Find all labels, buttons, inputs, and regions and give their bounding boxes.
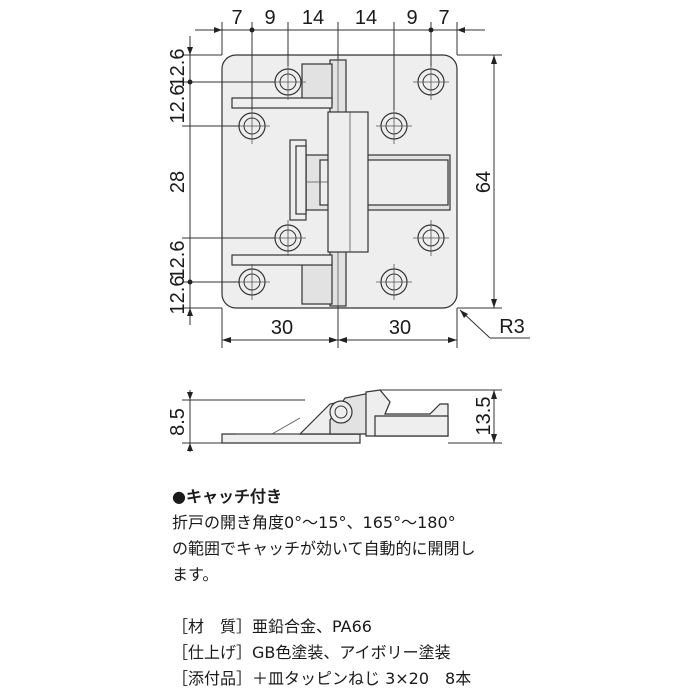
radius-leader <box>459 309 530 339</box>
dim-left-5: 12.6 <box>167 276 189 315</box>
dim-top-5: 9 <box>406 7 417 29</box>
spec-material: ［材 質］亜鉛合金、PA66 <box>172 617 372 636</box>
description-line: の範囲でキャッチが効いて自動的に開閉し <box>172 539 476 558</box>
catch-heading: ●キャッチ付き <box>172 487 282 506</box>
side-dimension-right <box>380 389 502 444</box>
hinge-slot-lower <box>231 254 333 266</box>
side-dimension-left <box>182 390 305 452</box>
screw-hole <box>413 64 449 100</box>
side-view-hinge <box>221 389 449 444</box>
dim-top-1: 7 <box>231 7 242 29</box>
right-dimension-line <box>457 54 502 309</box>
dim-top-6: 7 <box>438 7 449 29</box>
dim-top-2: 9 <box>264 7 275 29</box>
side-dim-left: 8.5 <box>167 408 189 436</box>
side-dim-right: 13.5 <box>473 397 495 436</box>
description: 折戸の開き角度0°～15°、165°～180° の範囲でキャッチが効いて自動的に… <box>172 510 692 588</box>
description-line: 折戸の開き角度0°～15°、165°～180° <box>172 513 456 532</box>
screw-hole <box>270 64 306 100</box>
dim-left-1: 12.6 <box>167 49 189 88</box>
description-line: ます。 <box>172 565 219 584</box>
dim-left-2: 12.6 <box>167 85 189 124</box>
spec-accessories: ［添付品］＋皿タッピンねじ 3×20 8本 <box>172 669 472 688</box>
screw-hole <box>376 264 412 300</box>
dim-top-3: 14 <box>302 7 324 29</box>
screw-hole <box>376 108 412 144</box>
dim-left-3: 28 <box>167 171 189 193</box>
bottom-dimension-line <box>221 306 458 348</box>
top-dimension-line <box>195 22 485 110</box>
spec-list: ［材 質］亜鉛合金、PA66 ［仕上げ］GB色塗装、アイボリー塗装 ［添付品］＋… <box>172 614 692 692</box>
left-dimension-line <box>182 36 275 325</box>
dim-left-4: 12.6 <box>167 241 189 280</box>
dim-right-height: 64 <box>473 171 495 193</box>
dim-top-4: 14 <box>355 7 377 29</box>
dim-bottom-right: 30 <box>389 317 411 339</box>
hinge-slot-upper <box>231 97 333 109</box>
screw-hole <box>413 220 449 256</box>
dim-bottom-left: 30 <box>271 317 293 339</box>
spec-finish: ［仕上げ］GB色塗装、アイボリー塗装 <box>172 643 451 662</box>
radius-label: R3 <box>499 316 525 338</box>
